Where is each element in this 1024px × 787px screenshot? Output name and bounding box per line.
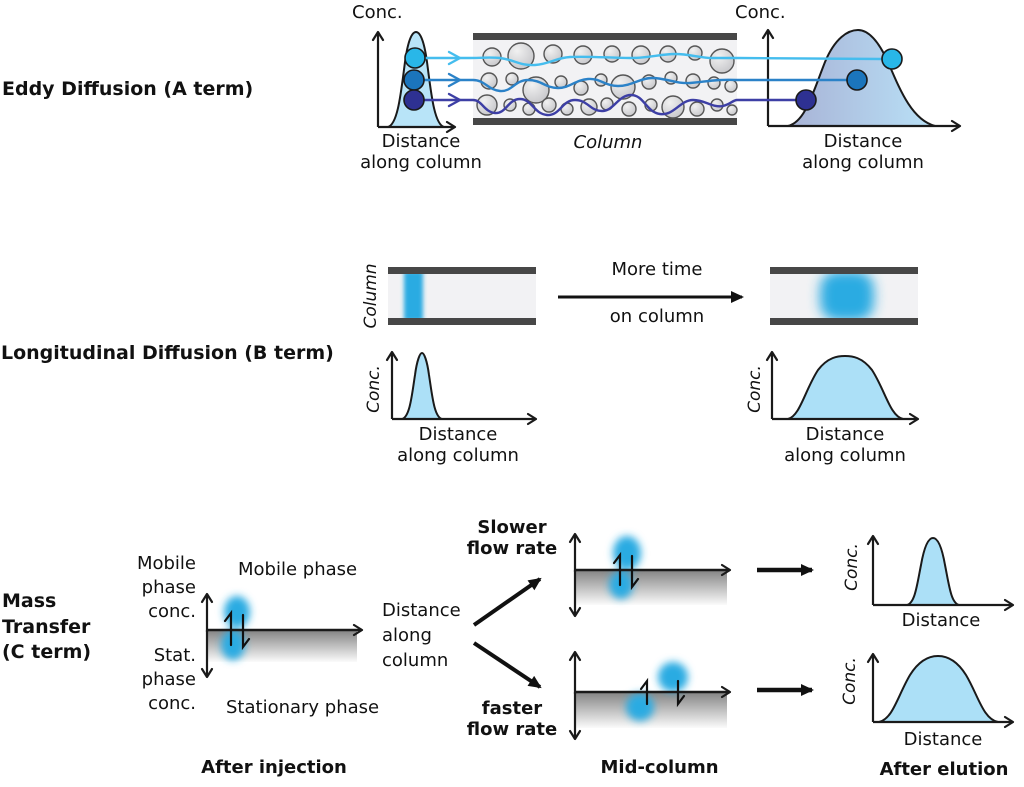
flow-arrowhead-top: [447, 50, 462, 66]
after-injection-label: After injection: [201, 757, 347, 778]
slower-branch-arrow: [472, 577, 542, 627]
row-a-title: Eddy Diffusion (A term): [2, 78, 254, 100]
broad-elution-peak: [878, 655, 999, 723]
mid-column-faster: [568, 650, 814, 741]
narrow-band: [404, 273, 423, 319]
mid-column-label: Mid-column: [600, 757, 719, 778]
stat-phase-axis-label: Stat. phase conc.: [141, 645, 196, 715]
faster-flow-rate-label: faster flow rate: [466, 698, 558, 741]
row-b-left-xlabel: Distance along column: [397, 424, 519, 467]
stationary-phase-label: Stationary phase: [226, 697, 380, 718]
flow-arrowhead-middle: [447, 72, 462, 88]
broad-conc-peak: [787, 355, 904, 420]
equilibrium-harpoons: [612, 551, 640, 591]
faster-branch-arrow: [472, 641, 542, 689]
flow-path-bottom: [422, 93, 798, 117]
narrow-elution-peak: [906, 537, 960, 606]
analyte-dot-indigo-left: [403, 89, 425, 111]
row-b-right-conc-label: Conc.: [745, 365, 765, 413]
mid-column-slower: [568, 532, 814, 618]
slower-flow-rate-label: Slower flow rate: [466, 517, 558, 560]
column-after: [770, 267, 918, 325]
longitudinal-diagram: [385, 267, 920, 426]
row-c-title: Mass Transfer (C term): [2, 590, 92, 664]
row-a-right-conc-label: Conc.: [735, 2, 786, 23]
after-elution-label: After elution: [879, 759, 1009, 780]
analyte-dot-blue-right: [846, 69, 868, 91]
elution-plot-slower: [866, 534, 1015, 612]
row-b-column-rotated-label: Column: [361, 263, 381, 329]
elution-top-distance-label: Distance: [901, 610, 981, 631]
eddy-diagram: [371, 28, 962, 134]
flow-arrowhead-bottom: [447, 92, 462, 108]
analyte-dot-blue-left: [403, 69, 425, 91]
distance-along-column-label: Distance along column: [382, 600, 461, 672]
diffuse-band: [820, 273, 874, 319]
elution-bottom-conc-label: Conc.: [840, 657, 860, 705]
narrow-conc-peak: [401, 352, 443, 420]
mobile-phase-label: Mobile phase: [238, 559, 358, 580]
after-injection-diagram: [200, 592, 364, 679]
analyte-dot-cyan-left: [404, 47, 426, 69]
row-a-column-label: Column: [573, 132, 643, 153]
row-a-left-conc-label: Conc.: [352, 2, 403, 23]
elution-top-conc-label: Conc.: [842, 543, 862, 591]
mass-transfer-diagram: [200, 532, 1015, 741]
on-column-label: on column: [609, 306, 705, 327]
more-time-label: More time: [611, 259, 703, 280]
transfer-harpoons: [639, 677, 686, 708]
flow-path-top: [423, 52, 884, 67]
packing-beads: [476, 42, 738, 119]
elution-plot-faster: [866, 652, 1015, 729]
equilibrium-harpoons: [223, 609, 251, 651]
elution-bottom-distance-label: Distance: [903, 729, 983, 750]
row-b-right-xlabel: Distance along column: [784, 424, 906, 467]
row-b-title: Longitudinal Diffusion (B term): [1, 342, 334, 364]
row-a-right-xlabel: Distance along column: [802, 131, 924, 174]
analyte-dot-cyan-right: [881, 48, 903, 70]
row-b-left-conc-label: Conc.: [364, 365, 384, 413]
analyte-dot-indigo-right: [795, 89, 817, 111]
column-before: [388, 267, 536, 325]
stationary-phase-rect: [575, 571, 727, 605]
flow-path-middle: [422, 76, 849, 93]
mobile-phase-axis-label: Mobile phase conc.: [136, 553, 196, 623]
row-a-left-xlabel: Distance along column: [360, 131, 482, 174]
